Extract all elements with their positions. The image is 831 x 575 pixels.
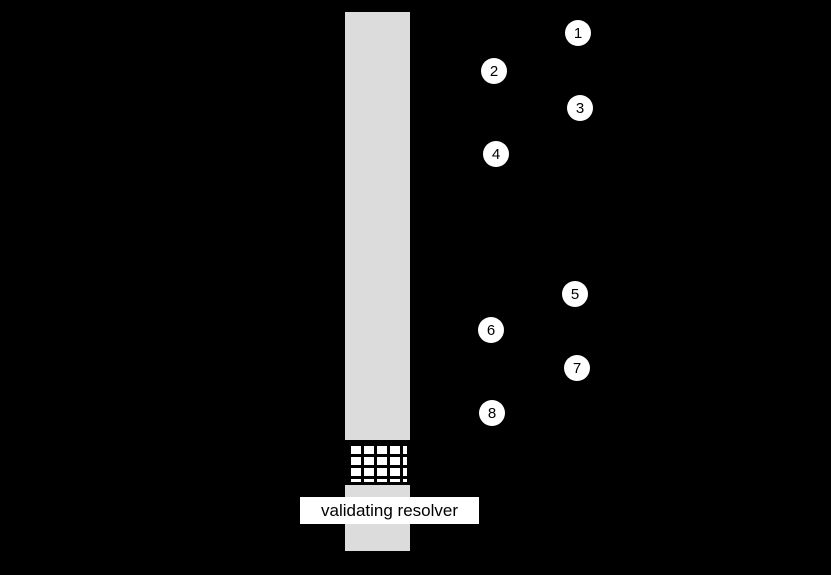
step-circle-1: 1 (565, 20, 591, 46)
step-circle-2: 2 (481, 58, 507, 84)
step-circle-4: 4 (483, 141, 509, 167)
step-circle-5: 5 (562, 281, 588, 307)
step-circle-6: 6 (478, 317, 504, 343)
step-circle-7: 7 (564, 355, 590, 381)
resolver-label: validating resolver (300, 497, 479, 524)
resolver-grid-pattern (345, 440, 410, 485)
step-circle-3: 3 (567, 95, 593, 121)
step-circle-8: 8 (479, 400, 505, 426)
